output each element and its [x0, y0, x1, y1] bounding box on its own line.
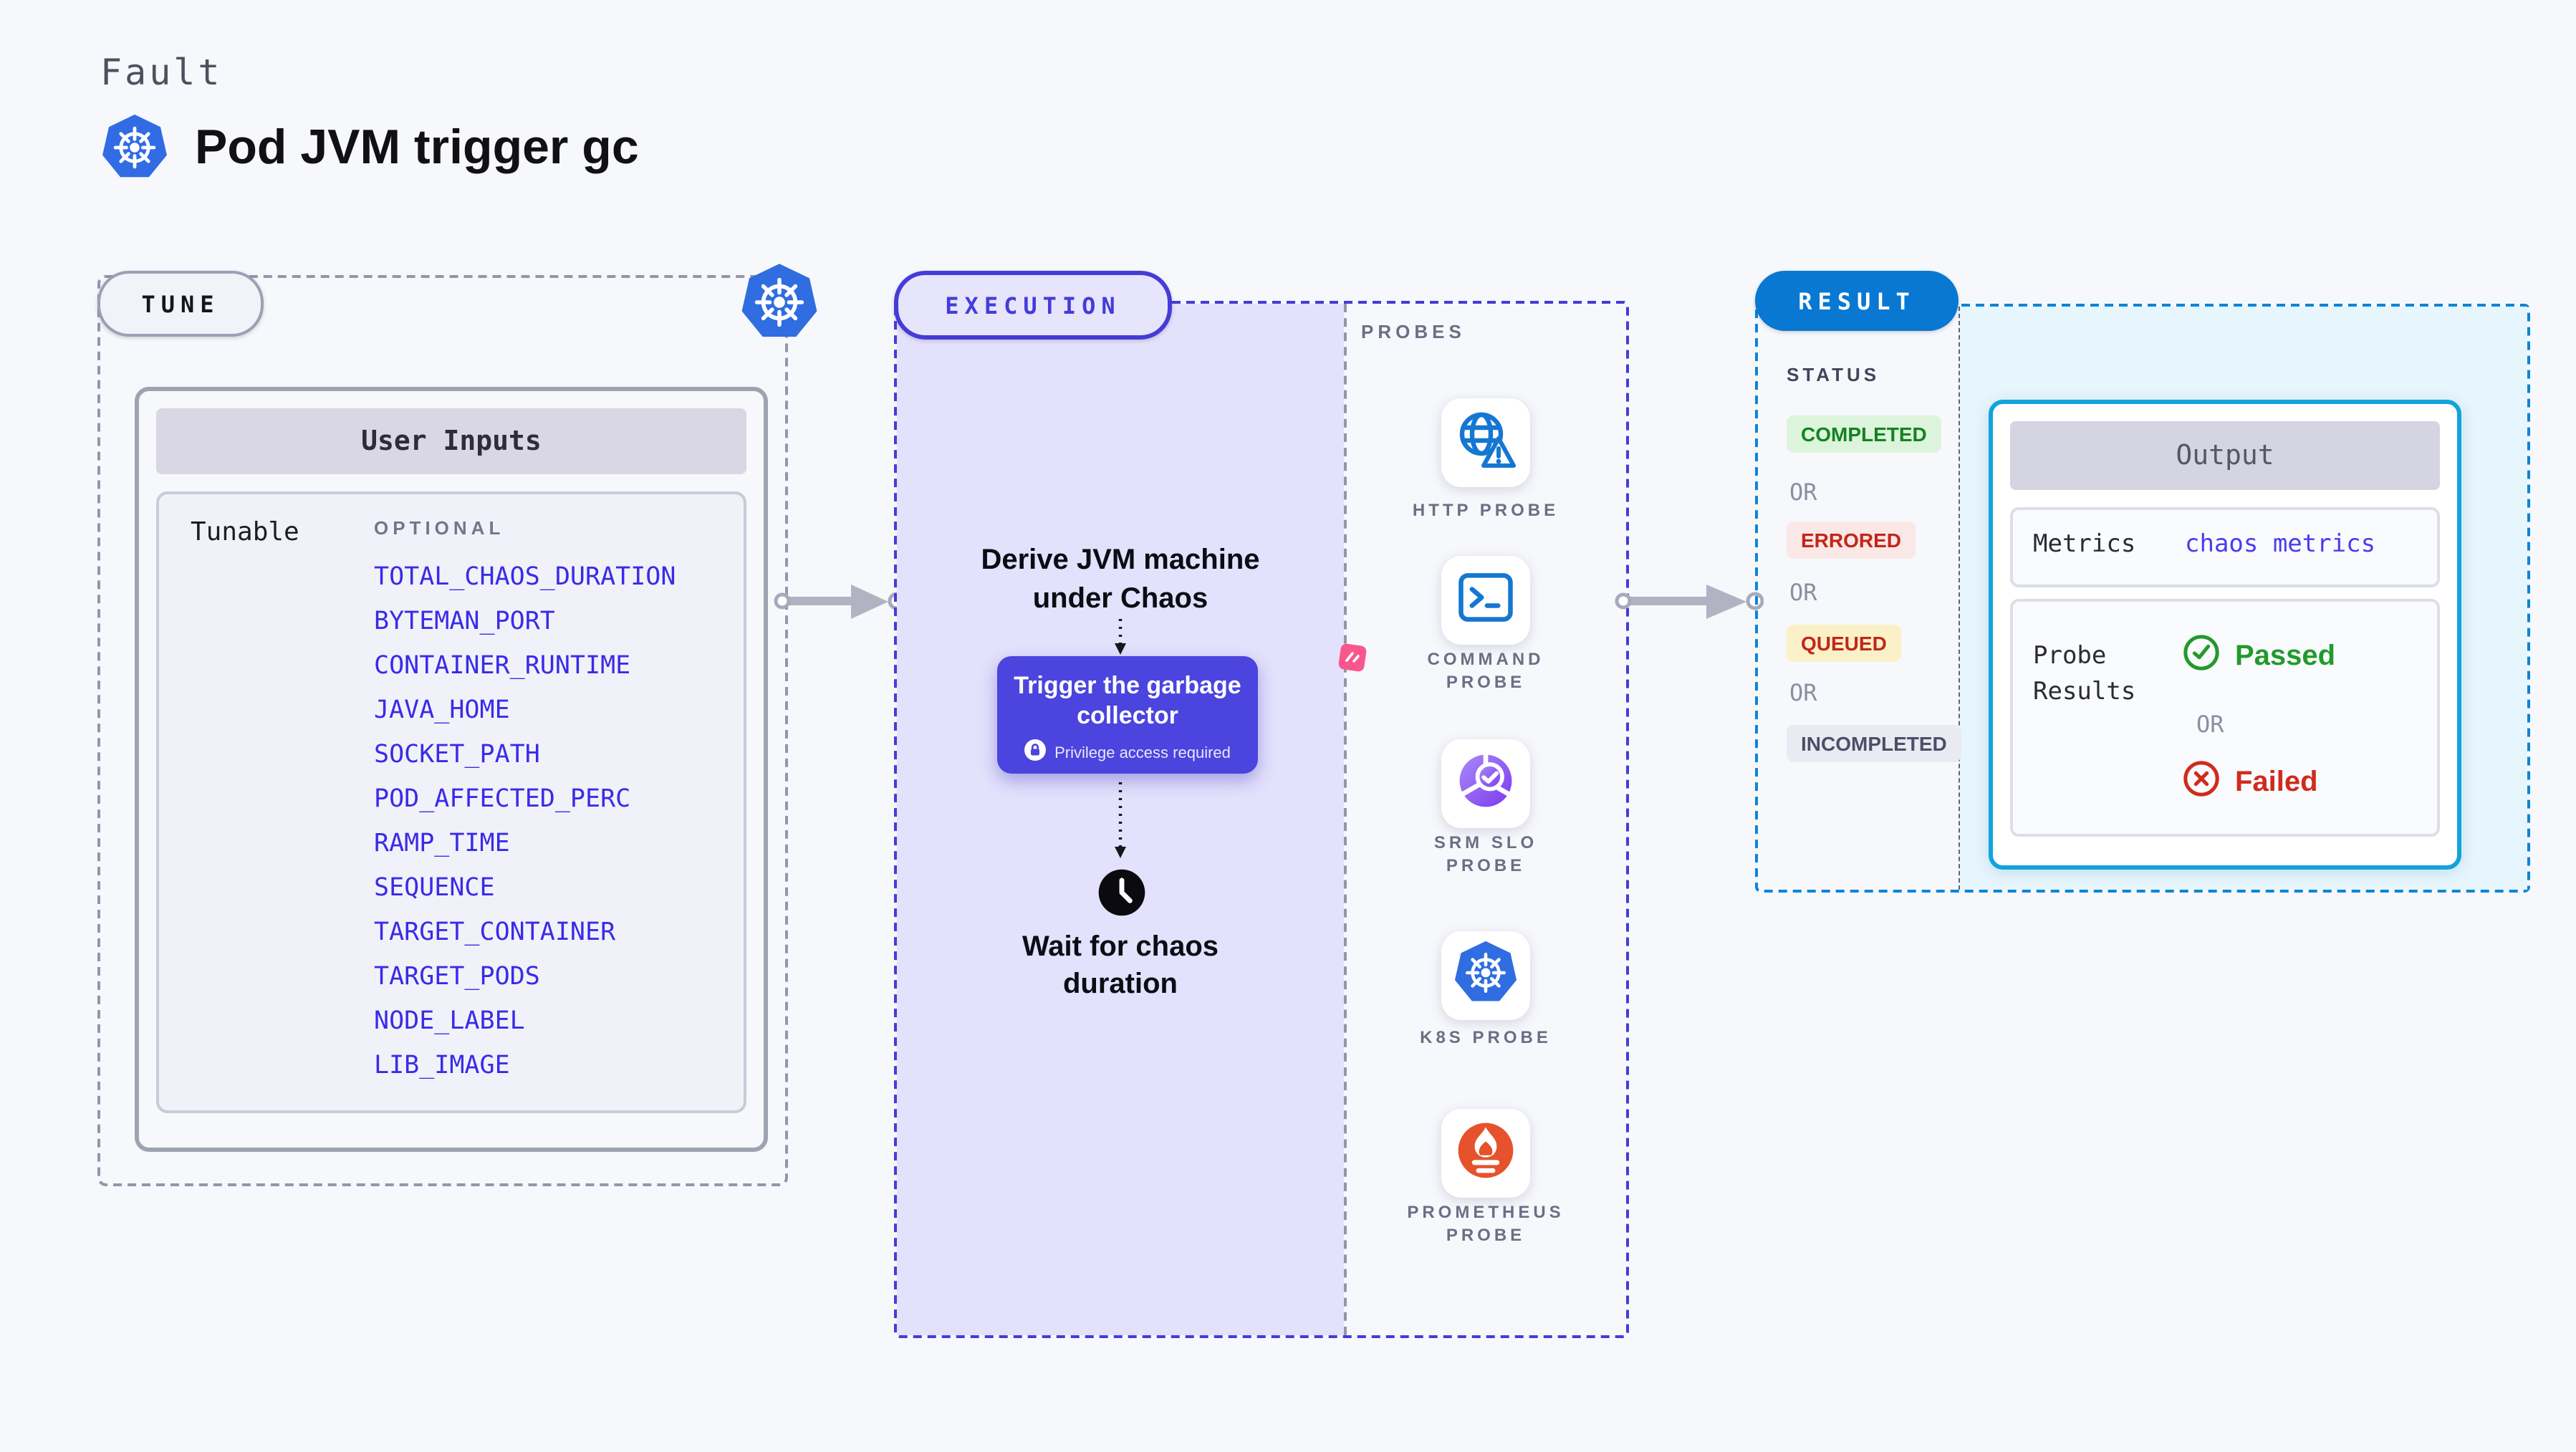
tunable-item[interactable]: SOCKET_PATH [374, 741, 540, 769]
k8s-probe-card[interactable] [1441, 931, 1530, 1020]
output-card: Output Metrics chaos metrics Probe Resul… [1989, 400, 2461, 870]
tunable-item[interactable]: TARGET_CONTAINER [374, 918, 616, 947]
metrics-value-link[interactable]: chaos metrics [2185, 530, 2376, 559]
or-separator: OR [1789, 579, 1817, 606]
command-probe-card[interactable] [1441, 556, 1530, 645]
tunable-item[interactable]: POD_AFFECTED_PERC [374, 785, 631, 814]
tunable-row-label: Tunable [191, 517, 299, 547]
status-badge-incompleted: INCOMPLETED [1787, 725, 1961, 762]
kubernetes-icon [1453, 939, 1519, 1012]
tune-section: User Inputs Tunable OPTIONAL TOTAL_CHAOS… [97, 275, 788, 1186]
or-separator: OR [2196, 711, 2224, 738]
check-circle-icon [2182, 633, 2221, 679]
tunable-item[interactable]: JAVA_HOME [374, 696, 510, 725]
down-arrow-icon [1112, 619, 1129, 663]
execution-section: Derive JVM machine under Chaos Trigger t… [894, 301, 1629, 1338]
execution-flow-area [897, 304, 1344, 1335]
lock-icon [1024, 739, 1047, 768]
tunable-item[interactable]: TARGET_PODS [374, 963, 540, 991]
user-inputs-header: User Inputs [156, 408, 746, 474]
status-badge-queued: QUEUED [1787, 625, 1901, 662]
result-section-badge: RESULT [1755, 271, 1959, 331]
srm-slo-probe-card[interactable] [1441, 739, 1530, 828]
passed-result: Passed [2182, 633, 2335, 679]
status-badge-completed: COMPLETED [1787, 415, 1941, 453]
probe-results-row: Probe Results Passed OR Failed [2010, 599, 2440, 837]
tunable-item[interactable]: TOTAL_CHAOS_DURATION [374, 563, 676, 592]
prometheus-probe-card[interactable] [1441, 1109, 1530, 1198]
tunable-item[interactable]: CONTAINER_RUNTIME [374, 652, 631, 681]
or-separator: OR [1789, 679, 1817, 706]
probes-panel [1344, 304, 1626, 1335]
http-probe-label: HTTP PROBE [1412, 500, 1559, 520]
kubernetes-icon [739, 261, 820, 344]
metrics-label: Metrics [2033, 530, 2136, 559]
tune-section-badge: TUNE [97, 271, 264, 337]
http-probe-card[interactable] [1441, 398, 1530, 487]
user-inputs-body: Tunable OPTIONAL TOTAL_CHAOS_DURATION BY… [156, 491, 746, 1113]
globe-warning-icon [1451, 405, 1520, 481]
tunable-list: TOTAL_CHAOS_DURATION BYTEMAN_PORT CONTAI… [374, 560, 676, 1093]
x-circle-icon [2182, 759, 2221, 805]
terminal-icon [1453, 564, 1519, 637]
chaos-icon [1338, 643, 1367, 672]
privilege-note: Privilege access required [1054, 745, 1231, 762]
prometheus-probe-label: PROMETHEUS PROBE [1407, 1202, 1565, 1245]
failed-result: Failed [2182, 759, 2318, 805]
tunable-item[interactable]: LIB_IMAGE [374, 1052, 510, 1080]
slo-pie-check-icon [1453, 747, 1519, 820]
trigger-gc-node[interactable]: Trigger the garbage collector Privilege … [997, 643, 1367, 774]
clock-icon [1095, 865, 1149, 920]
k8s-probe-label: K8S PROBE [1420, 1027, 1552, 1047]
or-separator: OR [1789, 479, 1817, 506]
result-section: STATUS COMPLETED OR ERRORED OR QUEUED OR… [1755, 304, 2530, 893]
command-probe-label: COMMAND PROBE [1427, 649, 1544, 692]
optional-group-label: OPTIONAL [374, 517, 505, 539]
metrics-row: Metrics chaos metrics [2010, 507, 2440, 587]
tunable-item[interactable]: SEQUENCE [374, 874, 495, 903]
failed-label: Failed [2235, 766, 2318, 797]
privilege-row: Privilege access required [997, 739, 1258, 768]
status-label: STATUS [1787, 364, 1880, 385]
fault-eyebrow: Fault [100, 52, 223, 93]
down-arrow-icon [1112, 782, 1129, 867]
execution-to-result-arrow [1615, 580, 1764, 630]
srm-slo-probe-label: SRM SLO PROBE [1433, 832, 1538, 875]
trigger-gc-label: Trigger the garbage collector [1014, 672, 1241, 729]
wait-step-label: Wait for chaos duration [1022, 931, 1219, 1000]
kubernetes-icon [100, 112, 169, 183]
passed-label: Passed [2235, 640, 2336, 671]
output-header: Output [2010, 421, 2440, 490]
status-badge-errored: ERRORED [1787, 521, 1916, 559]
prometheus-icon [1453, 1117, 1519, 1190]
tune-to-execution-arrow [774, 580, 906, 630]
execution-section-badge: EXECUTION [894, 271, 1172, 340]
probe-results-label: Probe Results [2033, 642, 2136, 706]
page-title: Pod JVM trigger gc [195, 120, 639, 175]
probes-panel-label: PROBES [1361, 321, 1466, 342]
tunable-item[interactable]: RAMP_TIME [374, 830, 510, 858]
derive-step-label: Derive JVM machine under Chaos [981, 544, 1260, 615]
user-inputs-card: User Inputs Tunable OPTIONAL TOTAL_CHAOS… [135, 387, 768, 1152]
tunable-item[interactable]: BYTEMAN_PORT [374, 607, 555, 636]
tunable-item[interactable]: NODE_LABEL [374, 1007, 525, 1036]
